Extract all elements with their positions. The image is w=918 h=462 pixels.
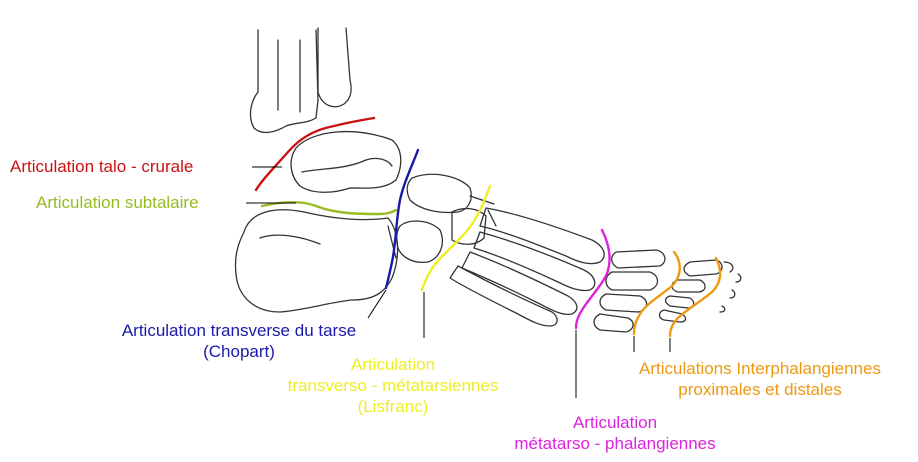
navicular-bone xyxy=(407,174,471,212)
subtalaire-joint-line xyxy=(262,202,396,214)
label-metatarso: Articulation métatarso - phalangiennes xyxy=(500,412,730,454)
label-lisfranc-line-3: (Lisfranc) xyxy=(258,396,528,417)
metatarsal-1 xyxy=(480,208,604,264)
calcaneus-bone xyxy=(235,210,397,312)
label-lisfranc: Articulation transverso - métatarsiennes… xyxy=(258,354,528,417)
label-lisfranc-line-1: Articulation xyxy=(258,354,528,375)
distal-phalanges xyxy=(660,260,741,322)
fibula-bone xyxy=(318,28,351,107)
chopart-joint-line xyxy=(386,150,418,288)
talus-bone xyxy=(291,132,401,193)
label-interphal: Articulations Interphalangiennes proxima… xyxy=(604,358,916,400)
label-metatarso-line-1: Articulation xyxy=(500,412,730,433)
lisfranc-joint-line xyxy=(422,186,490,290)
label-subtalaire: Articulation subtalaire xyxy=(36,192,199,213)
tibia-bone xyxy=(251,30,318,132)
metatarsal-4 xyxy=(450,266,557,326)
label-interphal-line-2: proximales et distales xyxy=(604,379,916,400)
cuboid-bone xyxy=(397,221,443,262)
proximal-phalanges xyxy=(594,250,665,332)
label-lisfranc-line-2: transverso - métatarsiennes xyxy=(258,375,528,396)
label-metatarso-line-2: métatarso - phalangiennes xyxy=(500,433,730,454)
metatarso-joint-line xyxy=(576,230,609,328)
label-talo-crurale: Articulation talo - crurale xyxy=(10,156,193,177)
label-chopart-line-1: Articulation transverse du tarse xyxy=(80,320,398,341)
talo-crurale-joint-line xyxy=(256,118,374,190)
label-interphal-line-1: Articulations Interphalangiennes xyxy=(604,358,916,379)
